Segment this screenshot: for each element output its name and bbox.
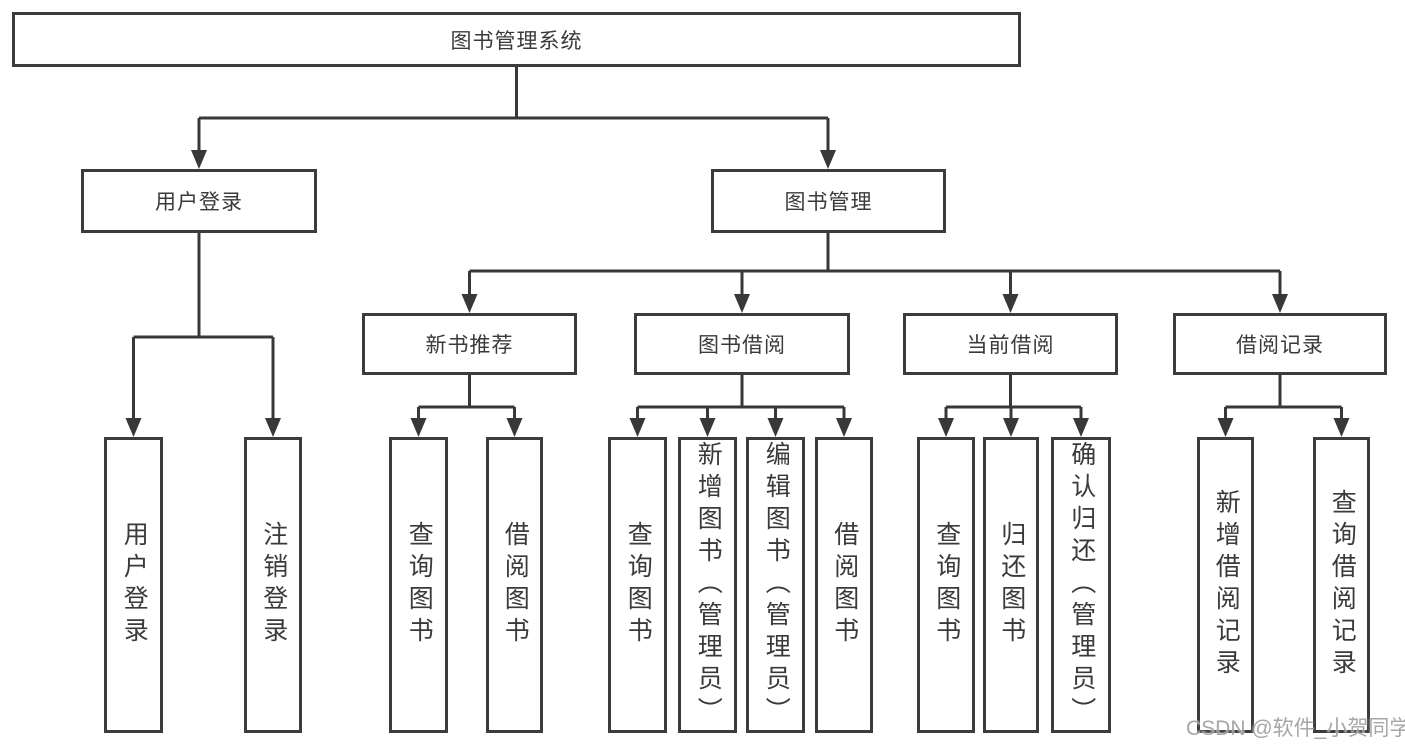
node-label: 注销登录 <box>259 521 288 649</box>
node-label: 用户登录 <box>120 521 149 649</box>
node-label: 查询图书 <box>932 521 961 649</box>
connector-root-to-level2 <box>191 67 836 169</box>
connector-new-book-recommend-children <box>410 375 523 437</box>
arrow-down-icon <box>734 294 750 313</box>
node-leaf-return-book: 归还图书 <box>983 437 1039 733</box>
node-label: 借阅图书 <box>501 521 530 649</box>
arrow-down-icon <box>410 418 427 437</box>
node-label: 图书管理系统 <box>450 29 583 53</box>
node-leaf-user-login: 用户登录 <box>104 437 163 733</box>
node-borrow-records: 借阅记录 <box>1173 313 1387 375</box>
arrow-down-icon <box>1002 294 1019 313</box>
node-leaf-query-books-current: 查询图书 <box>917 437 975 733</box>
connector-current-borrow-children <box>938 375 1089 437</box>
node-leaf-borrow-books-recommend: 借阅图书 <box>486 437 543 733</box>
node-book-management: 图书管理 <box>711 169 946 233</box>
node-leaf-confirm-return-admin: 确认归还（管理员） <box>1051 437 1111 733</box>
node-label: 新书推荐 <box>425 334 514 357</box>
node-library-management-system: 图书管理系统 <box>12 12 1021 67</box>
node-label: 查询图书 <box>405 521 434 649</box>
arrow-down-icon <box>1272 294 1288 313</box>
csdn-watermark: CSDN @软件_小贺同学 <box>1186 717 1405 740</box>
arrow-down-icon <box>629 418 646 437</box>
arrow-down-icon <box>1217 418 1234 437</box>
node-label: 查询借阅记录 <box>1328 489 1357 681</box>
arrow-down-icon <box>1073 418 1089 437</box>
node-label: 查询图书 <box>624 521 653 649</box>
arrow-down-icon <box>506 418 523 437</box>
arrow-down-icon <box>767 418 784 437</box>
node-current-borrow: 当前借阅 <box>903 313 1118 375</box>
node-label: 用户登录 <box>155 191 243 214</box>
node-label: 当前借阅 <box>966 334 1055 357</box>
node-leaf-edit-book-admin: 编辑图书（管理员） <box>746 437 805 733</box>
node-label: 图书借阅 <box>698 334 786 357</box>
node-leaf-query-borrow-record: 查询借阅记录 <box>1313 437 1370 733</box>
arrow-down-icon <box>836 418 852 437</box>
node-user-login: 用户登录 <box>81 169 317 233</box>
arrow-down-icon <box>125 418 142 437</box>
arrow-down-icon <box>191 150 207 169</box>
node-label: 借阅图书 <box>830 521 859 649</box>
connector-book-borrow-children <box>629 375 852 437</box>
connector-borrow-records-children <box>1217 375 1350 437</box>
node-label: 确认归还（管理员） <box>1067 441 1096 729</box>
node-label: 归还图书 <box>997 521 1026 649</box>
connector-user-login-children <box>125 233 281 437</box>
arrow-down-icon <box>938 418 954 437</box>
node-label: 图书管理 <box>784 191 873 214</box>
node-label: 借阅记录 <box>1236 334 1324 357</box>
node-leaf-add-book-admin: 新增图书（管理员） <box>678 437 737 733</box>
node-leaf-query-books-borrow: 查询图书 <box>608 437 667 733</box>
arrow-down-icon <box>265 418 281 437</box>
node-leaf-query-books-recommend: 查询图书 <box>389 437 448 733</box>
connector-book-management-children <box>461 233 1288 313</box>
node-label: 新增借阅记录 <box>1212 489 1241 681</box>
node-leaf-logout: 注销登录 <box>244 437 302 733</box>
node-leaf-add-borrow-record: 新增借阅记录 <box>1197 437 1254 733</box>
node-label: 编辑图书（管理员） <box>762 441 791 729</box>
arrow-down-icon <box>1333 418 1350 437</box>
arrow-down-icon <box>820 150 836 169</box>
arrow-down-icon <box>1003 418 1019 437</box>
node-leaf-borrow-books: 借阅图书 <box>815 437 873 733</box>
arrow-down-icon <box>461 294 478 313</box>
arrow-down-icon <box>699 418 716 437</box>
node-book-borrow: 图书借阅 <box>634 313 850 375</box>
node-label: 新增图书（管理员） <box>694 441 723 729</box>
node-new-book-recommend: 新书推荐 <box>362 313 577 375</box>
